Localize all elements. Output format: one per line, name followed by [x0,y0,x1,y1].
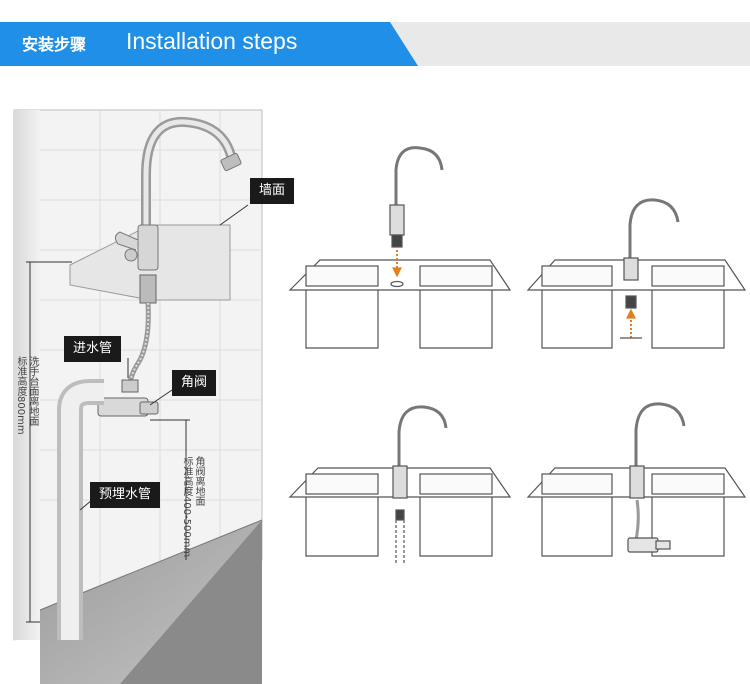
angle-valve-label: 角阀 [172,370,217,396]
basin-height-line2: 标准高度800mm [15,356,26,435]
banner-shape [0,22,750,66]
title-english: Installation steps [126,28,298,54]
valve-height-line2: 标准高度400-500mm [181,456,192,558]
step-3 [288,405,512,565]
header-banner: 安装步骤 Installation steps [0,0,750,68]
title-chinese: 安装步骤 [22,35,87,54]
basin-height-line1: 洗手台面离地面 [27,356,38,426]
step-2 [526,198,747,349]
valve-height-line1: 角阀离地面 [193,456,204,506]
step-4 [526,402,747,557]
inlet-pipe-label: 进水管 [64,336,122,362]
left-scene [13,109,263,684]
wall-label: 墙面 [250,178,295,204]
step-1 [288,146,512,349]
embedded-pipe-label: 预埋水管 [90,482,161,508]
